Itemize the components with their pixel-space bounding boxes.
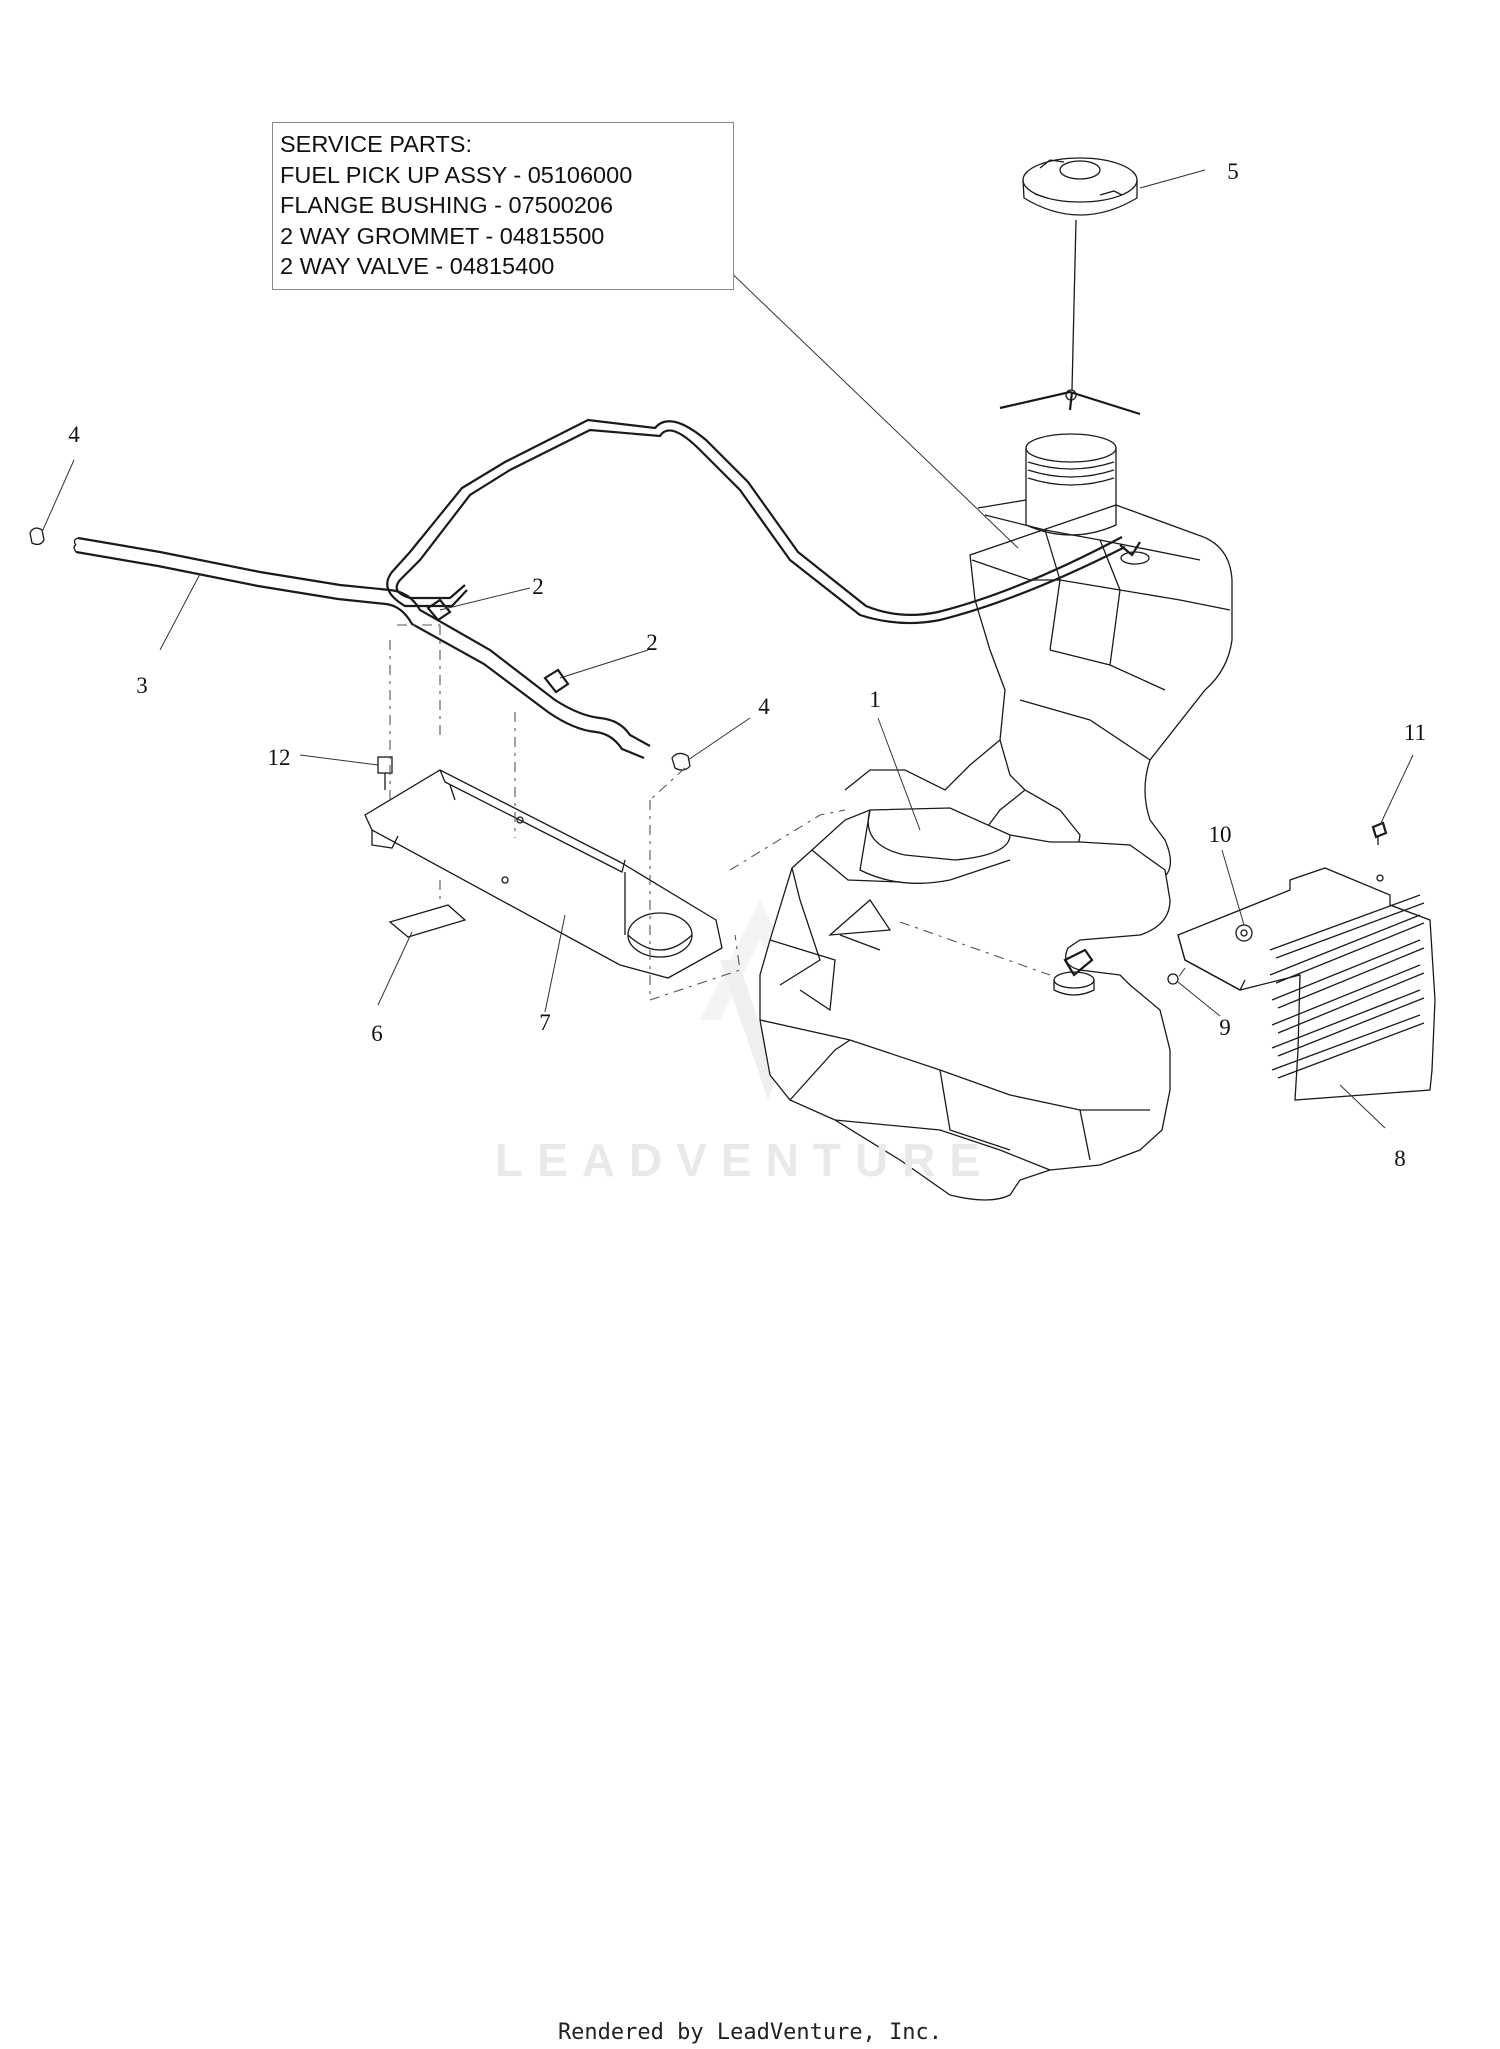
hose-clamp-2b [543, 668, 570, 694]
callout-6[interactable]: 6 [371, 1021, 383, 1046]
callout-11[interactable]: 11 [1403, 720, 1427, 745]
pad-6 [388, 904, 467, 938]
fuel-line [73, 536, 651, 760]
service-part-valve: 2 WAY VALVE - 04815400 [280, 253, 555, 279]
fuel-tank [759, 433, 1233, 1201]
assembly-lines [389, 624, 1186, 1001]
vent-hose [386, 418, 1126, 625]
screw-9 [1167, 973, 1179, 985]
callout-9[interactable]: 9 [1219, 1015, 1231, 1040]
callout-1[interactable]: 1 [869, 687, 881, 712]
service-parts-box: SERVICE PARTS: FUEL PICK UP ASSY - 05106… [272, 122, 734, 290]
callout-7[interactable]: 7 [539, 1010, 551, 1035]
callout-4a[interactable]: 4 [68, 422, 80, 447]
hose-clamp-2a [426, 598, 452, 622]
grommet-10 [1235, 924, 1253, 942]
watermark-text: LEADVENTURE [495, 1134, 995, 1186]
callout-5[interactable]: 5 [1227, 159, 1239, 184]
bracket-7 [364, 769, 723, 979]
callout-2a[interactable]: 2 [532, 574, 544, 599]
callout-leaders [41, 169, 1414, 1129]
bolt-11 [1371, 821, 1388, 845]
service-part-flange-bushing: FLANGE BUSHING - 07500206 [280, 192, 614, 218]
service-parts-heading: SERVICE PARTS: [280, 131, 472, 157]
fuel-cap [999, 157, 1141, 416]
callout-3[interactable]: 3 [136, 673, 148, 698]
callout-2b[interactable]: 2 [646, 630, 658, 655]
clip-4b [671, 752, 691, 771]
service-part-fuel-pickup: FUEL PICK UP ASSY - 05106000 [280, 161, 633, 188]
service-part-grommet: 2 WAY GROMMET - 04815500 [280, 222, 605, 249]
clip-4a [29, 527, 45, 546]
service-box-leader [694, 237, 1019, 549]
louvered-shield-8 [1177, 867, 1436, 1101]
callout-8[interactable]: 8 [1394, 1146, 1406, 1171]
callout-4b[interactable]: 4 [758, 694, 770, 719]
callout-10[interactable]: 10 [1208, 822, 1232, 847]
callout-12[interactable]: 12 [267, 745, 291, 770]
footer-credit: Rendered by LeadVenture, Inc. [557, 2020, 943, 2045]
